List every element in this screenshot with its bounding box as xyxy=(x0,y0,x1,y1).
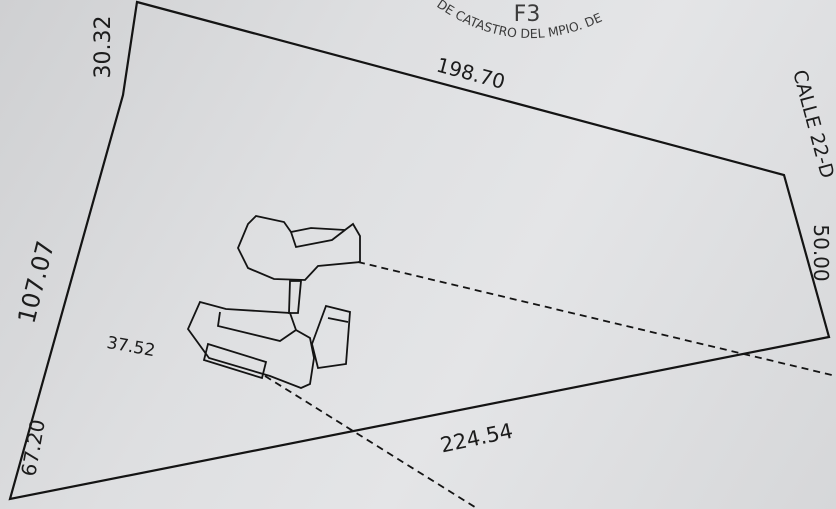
stamp-code: F3 xyxy=(514,2,541,27)
dimension-top-left: 30.32 xyxy=(91,16,116,79)
lot-boundary xyxy=(8,0,831,501)
building-footprints xyxy=(186,215,361,389)
street-label: CALLE 22-D xyxy=(788,68,836,181)
dashed-line-east xyxy=(357,261,836,377)
dimension-top: 198.70 xyxy=(434,53,508,94)
dashed-line-south xyxy=(264,375,479,509)
building-east-inner xyxy=(327,317,349,323)
dimension-right: 50.00 xyxy=(809,224,833,281)
building-north-wing xyxy=(290,229,346,249)
dimension-bottom: 224.54 xyxy=(438,419,515,458)
cadastre-stamp: F3 DE CATASTRO DEL MPIO. DE xyxy=(434,0,604,41)
building-south-inner xyxy=(216,311,297,342)
building-east-block xyxy=(311,304,351,370)
building-connector xyxy=(288,280,302,314)
dimension-interior: 37.52 xyxy=(105,333,156,361)
dimension-left: 107.07 xyxy=(12,238,59,326)
building-small-annex xyxy=(202,342,268,380)
building-north xyxy=(237,215,361,281)
dimension-bottom-left: 67.20 xyxy=(16,418,50,479)
